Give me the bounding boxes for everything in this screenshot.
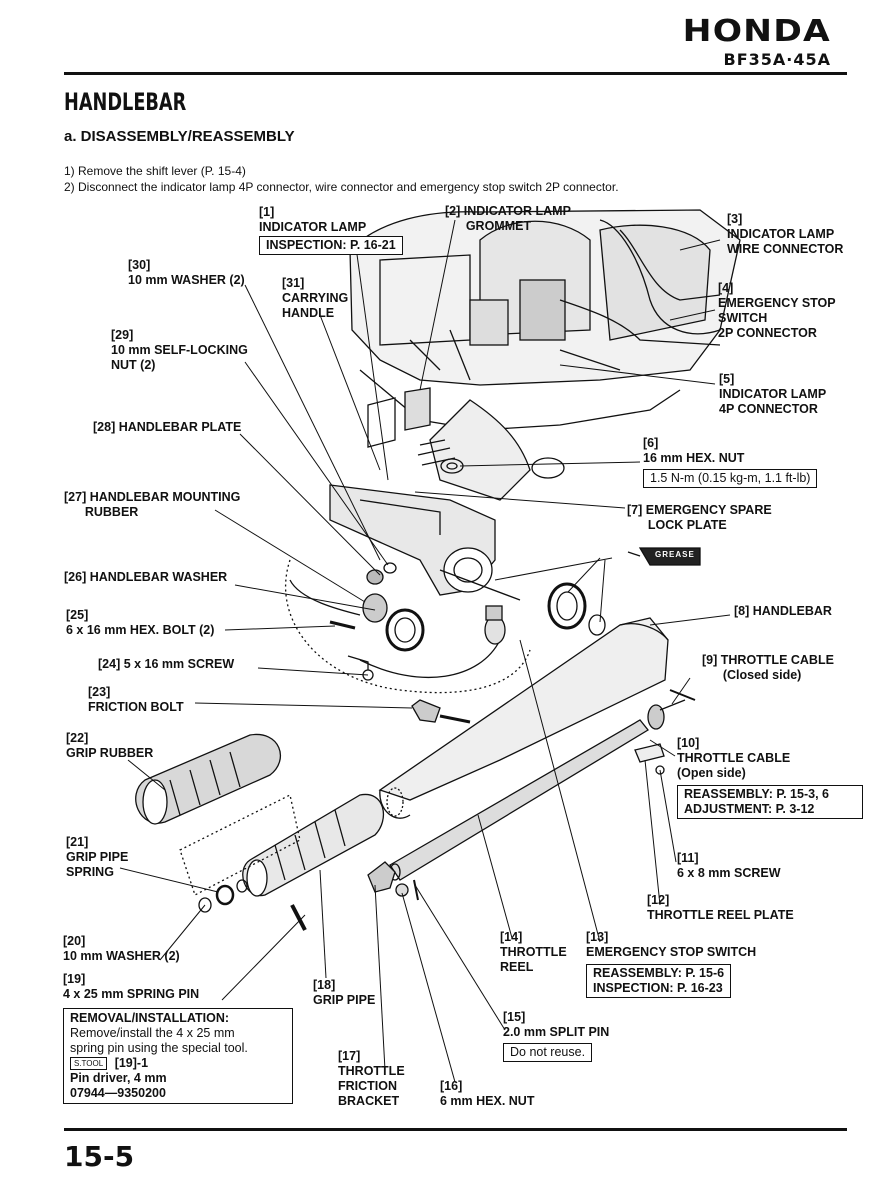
label-emergency-spare-lock-plate: [7] EMERGENCY SPARE LOCK PLATE — [627, 503, 772, 532]
label-friction-bolt: [23] FRICTION BOLT — [88, 685, 184, 714]
label-grip-pipe-spring: [21] GRIP PIPE SPRING — [66, 835, 129, 879]
label-handlebar: [8] HANDLEBAR — [734, 604, 832, 618]
label-throttle-friction-bracket: [17] THROTTLE FRICTION BRACKET — [338, 1049, 405, 1108]
label-hex-nut-16mm: [6] 16 mm HEX. NUT — [643, 436, 745, 465]
label-emergency-stop-switch: [13] EMERGENCY STOP SWITCH — [586, 930, 757, 959]
label-hex-nut-6mm: [16] 6 mm HEX. NUT — [440, 1079, 535, 1108]
tool-ref: [19]-1 — [114, 1056, 149, 1070]
label-emergency-stop-switch-connector: [4] EMERGENCY STOP SWITCH 2P CONNECTOR — [718, 281, 836, 340]
label-handlebar-mounting-rubber: [27] HANDLEBAR MOUNTING RUBBER — [64, 490, 241, 519]
ref-box-emergency-stop-switch: REASSEMBLY: P. 15-6 INSPECTION: P. 16-23 — [586, 964, 732, 998]
label-throttle-reel: [14] THROTTLE REEL — [500, 930, 567, 974]
label-throttle-reel-plate: [12] THROTTLE REEL PLATE — [647, 893, 794, 922]
label-indicator-lamp-grommet: [2] INDICATOR LAMP GROMMET — [445, 204, 571, 233]
step-1: 1) Remove the shift lever (P. 15-4) — [64, 164, 246, 178]
label-screw-6x8: [11] 6 x 8 mm SCREW — [677, 851, 781, 880]
torque-box: 1.5 N-m (0.15 kg-m, 1.1 ft-lb) — [643, 469, 818, 488]
removal-line-1: Remove/install the 4 x 25 mm — [70, 1026, 235, 1040]
label-split-pin: [15] 2.0 mm SPLIT PIN — [503, 1010, 610, 1039]
ref-box-throttle-cable: REASSEMBLY: P. 15-3, 6 ADJUSTMENT: P. 3-… — [677, 785, 863, 819]
tool-number: 07944—9350200 — [70, 1086, 166, 1100]
grease-label: GREASE — [655, 550, 695, 559]
label-screw-5x16: [24] 5 x 16 mm SCREW — [98, 657, 235, 671]
step-2: 2) Disconnect the indicator lamp 4P conn… — [64, 180, 619, 194]
tool-name: Pin driver, 4 mm — [70, 1071, 167, 1085]
engine-illustration — [349, 209, 741, 501]
brand-logo: HONDA — [682, 14, 831, 49]
label-throttle-cable-open: [10] THROTTLE CABLE (Open side) — [677, 736, 791, 780]
throttle-reel — [389, 689, 696, 881]
ref-box-indicator-lamp: INSPECTION: P. 16-21 — [259, 236, 403, 255]
label-indicator-lamp-4p-connector: [5] INDICATOR LAMP 4P CONNECTOR — [719, 372, 827, 416]
label-throttle-cable-closed: [9] THROTTLE CABLE (Closed side) — [702, 653, 834, 682]
label-hex-bolt-6x16: [25] 6 x 16 mm HEX. BOLT (2) — [66, 608, 215, 637]
label-self-locking-nut: [29] 10 mm SELF-LOCKING NUT (2) — [111, 328, 248, 372]
note-do-not-reuse: Do not reuse. — [503, 1043, 593, 1062]
removal-title: REMOVAL/INSTALLATION: — [70, 1011, 230, 1025]
label-handlebar-plate: [28] HANDLEBAR PLATE — [93, 420, 242, 434]
subsection-title: a. DISASSEMBLY/REASSEMBLY — [64, 128, 295, 145]
label-indicator-lamp: [1] INDICATOR LAMP — [259, 205, 367, 234]
page-title: HANDLEBAR — [64, 88, 187, 116]
label-washer-10mm: [30] 10 mm WASHER (2) — [128, 258, 245, 287]
label-carrying-handle: [31] CARRYING HANDLE — [282, 276, 349, 320]
label-spring-pin: [19] 4 x 25 mm SPRING PIN — [63, 972, 200, 1001]
removal-line-2: spring pin using the special tool. — [70, 1041, 248, 1055]
model-name: BF35A·45A — [723, 50, 831, 69]
label-indicator-lamp-wire-connector: [3] INDICATOR LAMP WIRE CONNECTOR — [727, 212, 844, 256]
label-washer-10mm-grip: [20] 10 mm WASHER (2) — [63, 934, 180, 963]
label-grip-pipe: [18] GRIP PIPE — [313, 978, 376, 1007]
handlebar-plate — [329, 484, 496, 596]
special-tool-icon: S.TOOL — [70, 1057, 108, 1071]
label-handlebar-washer: [26] HANDLEBAR WASHER — [64, 570, 228, 584]
mounting-rubber — [289, 579, 425, 681]
footer-rule — [64, 1128, 847, 1131]
grip-rubber — [135, 733, 281, 825]
friction-bolt — [411, 699, 471, 724]
label-grip-rubber: [22] GRIP RUBBER — [66, 731, 154, 760]
grip-pipe — [242, 793, 384, 897]
header-rule — [64, 72, 847, 75]
special-tool-row: S.TOOL [19]-1 — [70, 1056, 286, 1071]
handlebar-body — [378, 582, 669, 819]
page-number: 15-5 — [64, 1140, 135, 1173]
removal-installation-box: REMOVAL/INSTALLATION: Remove/install the… — [63, 1008, 293, 1104]
